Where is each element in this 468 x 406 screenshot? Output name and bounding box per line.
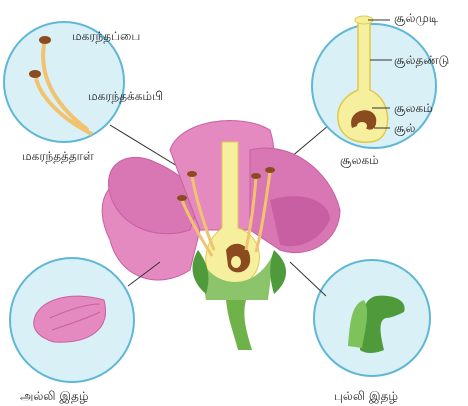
label-stamen: மகரந்தத்தாள்: [22, 150, 94, 162]
petal-zoom-circle: [10, 258, 134, 382]
label-filament: மகரந்தக்கம்பி: [88, 90, 163, 102]
label-stigma: சூல்முடி: [394, 12, 438, 24]
label-style: சூல்தண்டு: [394, 54, 449, 66]
label-pollen-sac: மகரந்தப்பை: [72, 30, 140, 42]
label-ovule: சூல்: [394, 122, 415, 134]
sepal-leader: [290, 262, 326, 296]
label-ovary: சூலகம்: [394, 102, 433, 114]
flower-illustration: [102, 120, 340, 350]
sepal-zoom-circle: [314, 260, 430, 376]
label-sepal: புல்லி இதழ்: [334, 390, 398, 402]
label-petal: அல்லி இதழ்: [20, 390, 88, 402]
label-pistil: சூலகம்: [340, 154, 379, 166]
